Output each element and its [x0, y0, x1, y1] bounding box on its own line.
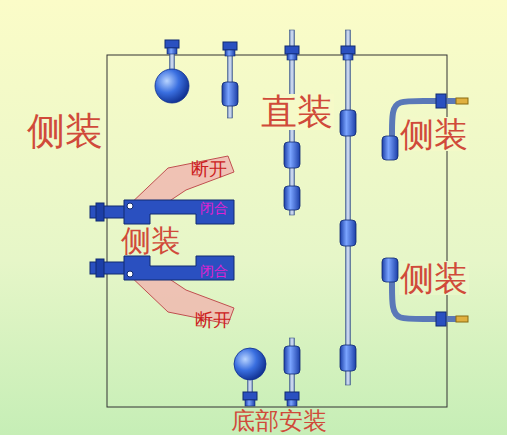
hex-nut: [243, 392, 257, 400]
thread: [245, 400, 255, 406]
closed-arm: [124, 200, 234, 224]
cylinder-float: [284, 142, 300, 168]
pivot: [127, 271, 133, 277]
cylinder-float: [340, 110, 356, 136]
hex-nut: [223, 42, 237, 50]
pivot: [127, 203, 133, 209]
mount-body: [90, 206, 126, 218]
lead-wire: [456, 98, 468, 104]
mount-body: [90, 262, 126, 274]
ball-float: [234, 348, 266, 380]
bottom-label: 底部安装: [230, 409, 328, 433]
thread: [287, 400, 297, 406]
mount-label: 闭合: [199, 201, 229, 215]
cylinder-float: [284, 346, 300, 374]
hex-nut: [285, 392, 299, 400]
cylinder-float: [382, 136, 398, 160]
mount-label: 侧装: [399, 117, 469, 151]
mount-label: 断开: [194, 311, 232, 329]
mount-label: 直装: [260, 94, 334, 130]
hex-nut: [436, 312, 446, 326]
cylinder-float: [284, 186, 300, 210]
mount-label: 断开: [190, 160, 228, 178]
floats: [90, 30, 468, 406]
cylinder-float: [382, 258, 398, 282]
mount-label: 侧装: [120, 226, 182, 256]
hex-nut: [436, 94, 446, 108]
thread: [287, 54, 297, 60]
hex-nut: [96, 203, 104, 221]
thread: [167, 48, 177, 54]
cylinder-float: [340, 345, 356, 371]
mount-label: 闭合: [199, 264, 229, 278]
rod: [346, 30, 351, 385]
ball-float: [155, 69, 189, 103]
thread: [343, 54, 353, 60]
mount-label: 侧装: [399, 261, 469, 295]
thread: [225, 50, 235, 56]
hex-nut: [341, 46, 355, 54]
cylinder-float: [222, 82, 238, 106]
hex-nut: [285, 46, 299, 54]
mount-label: 侧装: [26, 112, 104, 150]
closed-arm: [124, 256, 234, 280]
hex-nut: [165, 40, 179, 48]
hex-nut: [96, 259, 104, 277]
lead-wire: [456, 316, 468, 322]
cylinder-float: [340, 220, 356, 246]
